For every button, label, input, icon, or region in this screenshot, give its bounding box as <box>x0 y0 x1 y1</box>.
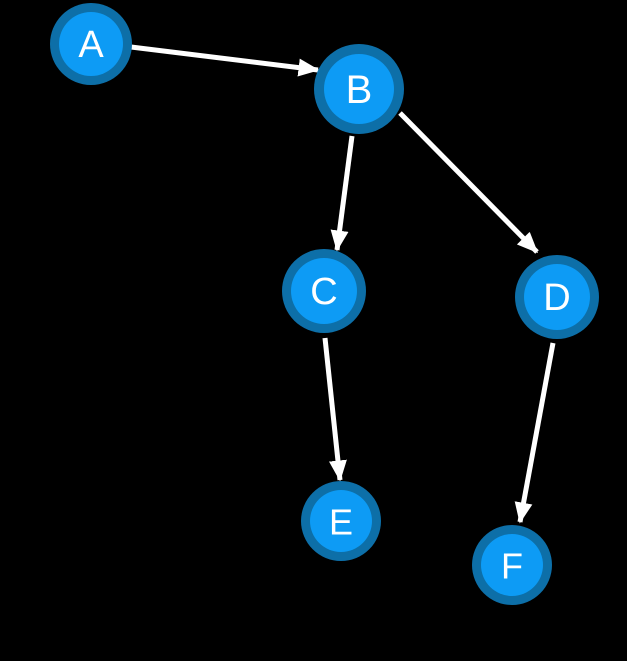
graph-edge-d-to-f[interactable] <box>514 342 556 524</box>
node-label-b: B <box>346 68 373 112</box>
graph-edge-b-to-c[interactable] <box>330 135 355 252</box>
graph-node-c[interactable]: C <box>282 249 366 333</box>
graph-node-f[interactable]: F <box>472 525 552 605</box>
graph-node-d[interactable]: D <box>515 255 599 339</box>
node-fill-a <box>59 12 123 76</box>
graph-edge-c-to-e[interactable] <box>322 337 347 482</box>
node-fill-b <box>324 54 394 124</box>
graph-node-b[interactable]: B <box>314 44 404 134</box>
edges-layer <box>130 44 556 524</box>
nodes-layer: A B C D E F <box>50 3 599 605</box>
node-label-f: F <box>501 546 523 587</box>
node-fill-e <box>310 490 372 552</box>
graph-edge-b-to-d[interactable] <box>398 111 539 254</box>
graph-edge-a-to-b[interactable] <box>130 44 320 77</box>
node-label-d: D <box>543 277 570 319</box>
graph-node-a[interactable]: A <box>50 3 132 85</box>
node-fill-c <box>291 258 357 324</box>
node-fill-f <box>481 534 543 596</box>
node-label-c: C <box>310 271 337 313</box>
graph-node-e[interactable]: E <box>301 481 381 561</box>
node-fill-d <box>524 264 590 330</box>
node-label-a: A <box>78 24 104 66</box>
node-label-e: E <box>329 502 353 543</box>
